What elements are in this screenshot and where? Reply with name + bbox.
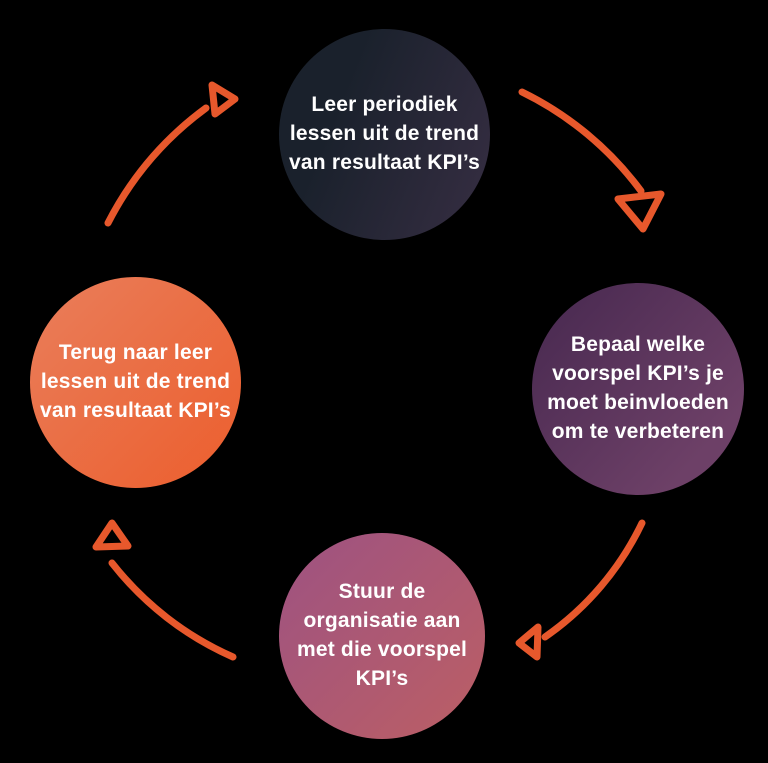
cycle-step-stuur-organisatie: Stuur de organisatie aan met die voorspe… xyxy=(279,533,485,739)
arrow-head-left-icon xyxy=(515,623,542,661)
arrow-head-right-icon xyxy=(208,81,239,118)
step-label-line: organisatie aan xyxy=(303,609,461,633)
step-label-line: lessen uit de trend xyxy=(40,370,231,394)
step-label: Stuur de organisatie aan met die voorspe… xyxy=(297,578,467,694)
cycle-step-bepaal-welke: Bepaal welke voorspel KPI’s je moet bein… xyxy=(532,283,744,495)
cycle-step-terug-naar-leer: Terug naar leer lessen uit de trend van … xyxy=(30,277,241,488)
step-label-line: lessen uit de trend xyxy=(289,122,480,146)
step-label-line: Bepaal welke xyxy=(570,333,706,357)
step-label-line: Stuur de xyxy=(338,580,426,604)
arrow-curve-right-to-bottom xyxy=(541,519,646,641)
cycle-step-leer-periodiek: Leer periodiek lessen uit de trend van r… xyxy=(279,29,490,240)
step-label-line: met die voorspel xyxy=(296,638,468,661)
step-label-line: Terug naar leer xyxy=(58,341,213,365)
arrow-curve-bottom-to-left xyxy=(108,559,237,661)
step-label: Terug naar leer lessen uit de trend van … xyxy=(40,339,231,426)
step-label-line: van resultaat KPI’s xyxy=(289,150,480,174)
step-label-line: Leer periodiek xyxy=(311,93,458,117)
arrow-curve-top-to-right xyxy=(518,88,645,195)
arrow-head-down-icon xyxy=(614,190,665,233)
step-label: Leer periodiek lessen uit de trend van r… xyxy=(289,91,480,178)
step-label-line: moet beinvloeden xyxy=(547,391,729,414)
step-label: Bepaal welke voorspel KPI’s je moet bein… xyxy=(547,331,729,447)
arrow-curve-left-to-top xyxy=(104,104,210,227)
step-label-line: om te verbeteren xyxy=(551,419,725,443)
step-label-line: van resultaat KPI’s xyxy=(40,398,231,422)
step-label-line: voorspel KPI’s je xyxy=(552,362,724,386)
step-label-line: KPI’s xyxy=(355,666,409,690)
arrow-head-up-icon xyxy=(92,519,132,551)
